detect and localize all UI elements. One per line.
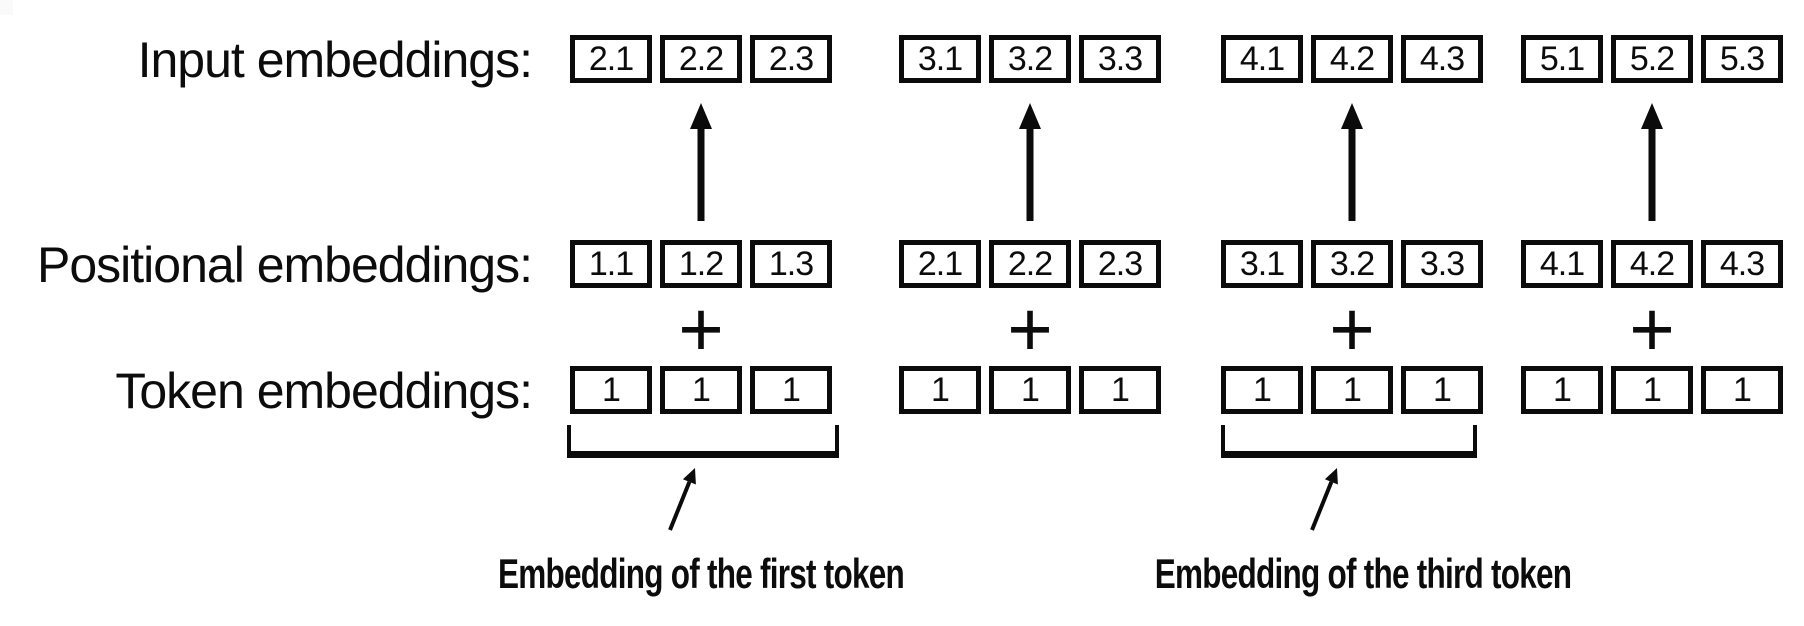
embedding-cell: 2.3	[1079, 240, 1161, 288]
embedding-cell: 1.2	[660, 240, 742, 288]
embedding-cell: 3.2	[1311, 240, 1393, 288]
embedding-cell: 4.2	[1311, 35, 1393, 83]
positional-embeddings-label: Positional embeddings:	[37, 237, 533, 293]
embedding-cell: 2.3	[750, 35, 832, 83]
embedding-cell: 4.1	[1221, 35, 1303, 83]
first-token-annotation-arrow-icon	[668, 468, 696, 531]
embedding-cell: 4.3	[1701, 240, 1783, 288]
embedding-cell: 1	[570, 366, 652, 414]
first-token-annotation: Embedding of the first token	[497, 550, 905, 597]
corner-artifact	[0, 0, 13, 15]
embedding-cell: 1	[1521, 366, 1603, 414]
embedding-cell: 1	[1401, 366, 1483, 414]
embedding-cell: 3.2	[989, 35, 1071, 83]
embedding-cell: 1	[989, 366, 1071, 414]
embedding-cell: 2.2	[660, 35, 742, 83]
embedding-cell: 2.1	[570, 35, 652, 83]
embedding-cell: 3.1	[1221, 240, 1303, 288]
third-token-brace	[1221, 425, 1477, 458]
embedding-cell: 1	[1701, 366, 1783, 414]
embedding-cell: 1	[1311, 366, 1393, 414]
embedding-cell: 5.1	[1521, 35, 1603, 83]
embedding-cell: 1.3	[750, 240, 832, 288]
embedding-cell: 1.1	[570, 240, 652, 288]
embedding-cell: 3.3	[1079, 35, 1161, 83]
up-arrow-icon	[1641, 103, 1663, 221]
up-arrow-icon	[690, 103, 712, 221]
token-embeddings-label: Token embeddings:	[115, 363, 533, 419]
embedding-cell: 3.1	[899, 35, 981, 83]
embedding-cell: 1	[1221, 366, 1303, 414]
embedding-cell: 4.2	[1611, 240, 1693, 288]
embedding-cell: 3.3	[1401, 240, 1483, 288]
third-token-annotation-arrow-icon	[1310, 468, 1338, 531]
embedding-cell: 2.2	[989, 240, 1071, 288]
up-arrow-icon	[1341, 103, 1363, 221]
plus-operator: +	[1329, 285, 1375, 373]
third-token-annotation: Embedding of the third token	[1154, 550, 1572, 597]
plus-operator: +	[678, 285, 724, 373]
embedding-cell: 1	[1611, 366, 1693, 414]
embedding-cell: 1	[660, 366, 742, 414]
embedding-cell: 2.1	[899, 240, 981, 288]
first-token-brace	[567, 425, 839, 458]
embedding-cell: 1	[899, 366, 981, 414]
embedding-cell: 5.3	[1701, 35, 1783, 83]
embedding-cell: 4.3	[1401, 35, 1483, 83]
embedding-cell: 5.2	[1611, 35, 1693, 83]
plus-operator: +	[1007, 285, 1053, 373]
embedding-cell: 1	[750, 366, 832, 414]
embedding-cell: 4.1	[1521, 240, 1603, 288]
plus-operator: +	[1629, 285, 1675, 373]
up-arrow-icon	[1019, 103, 1041, 221]
embedding-cell: 1	[1079, 366, 1161, 414]
input-embeddings-label: Input embeddings:	[137, 32, 533, 88]
